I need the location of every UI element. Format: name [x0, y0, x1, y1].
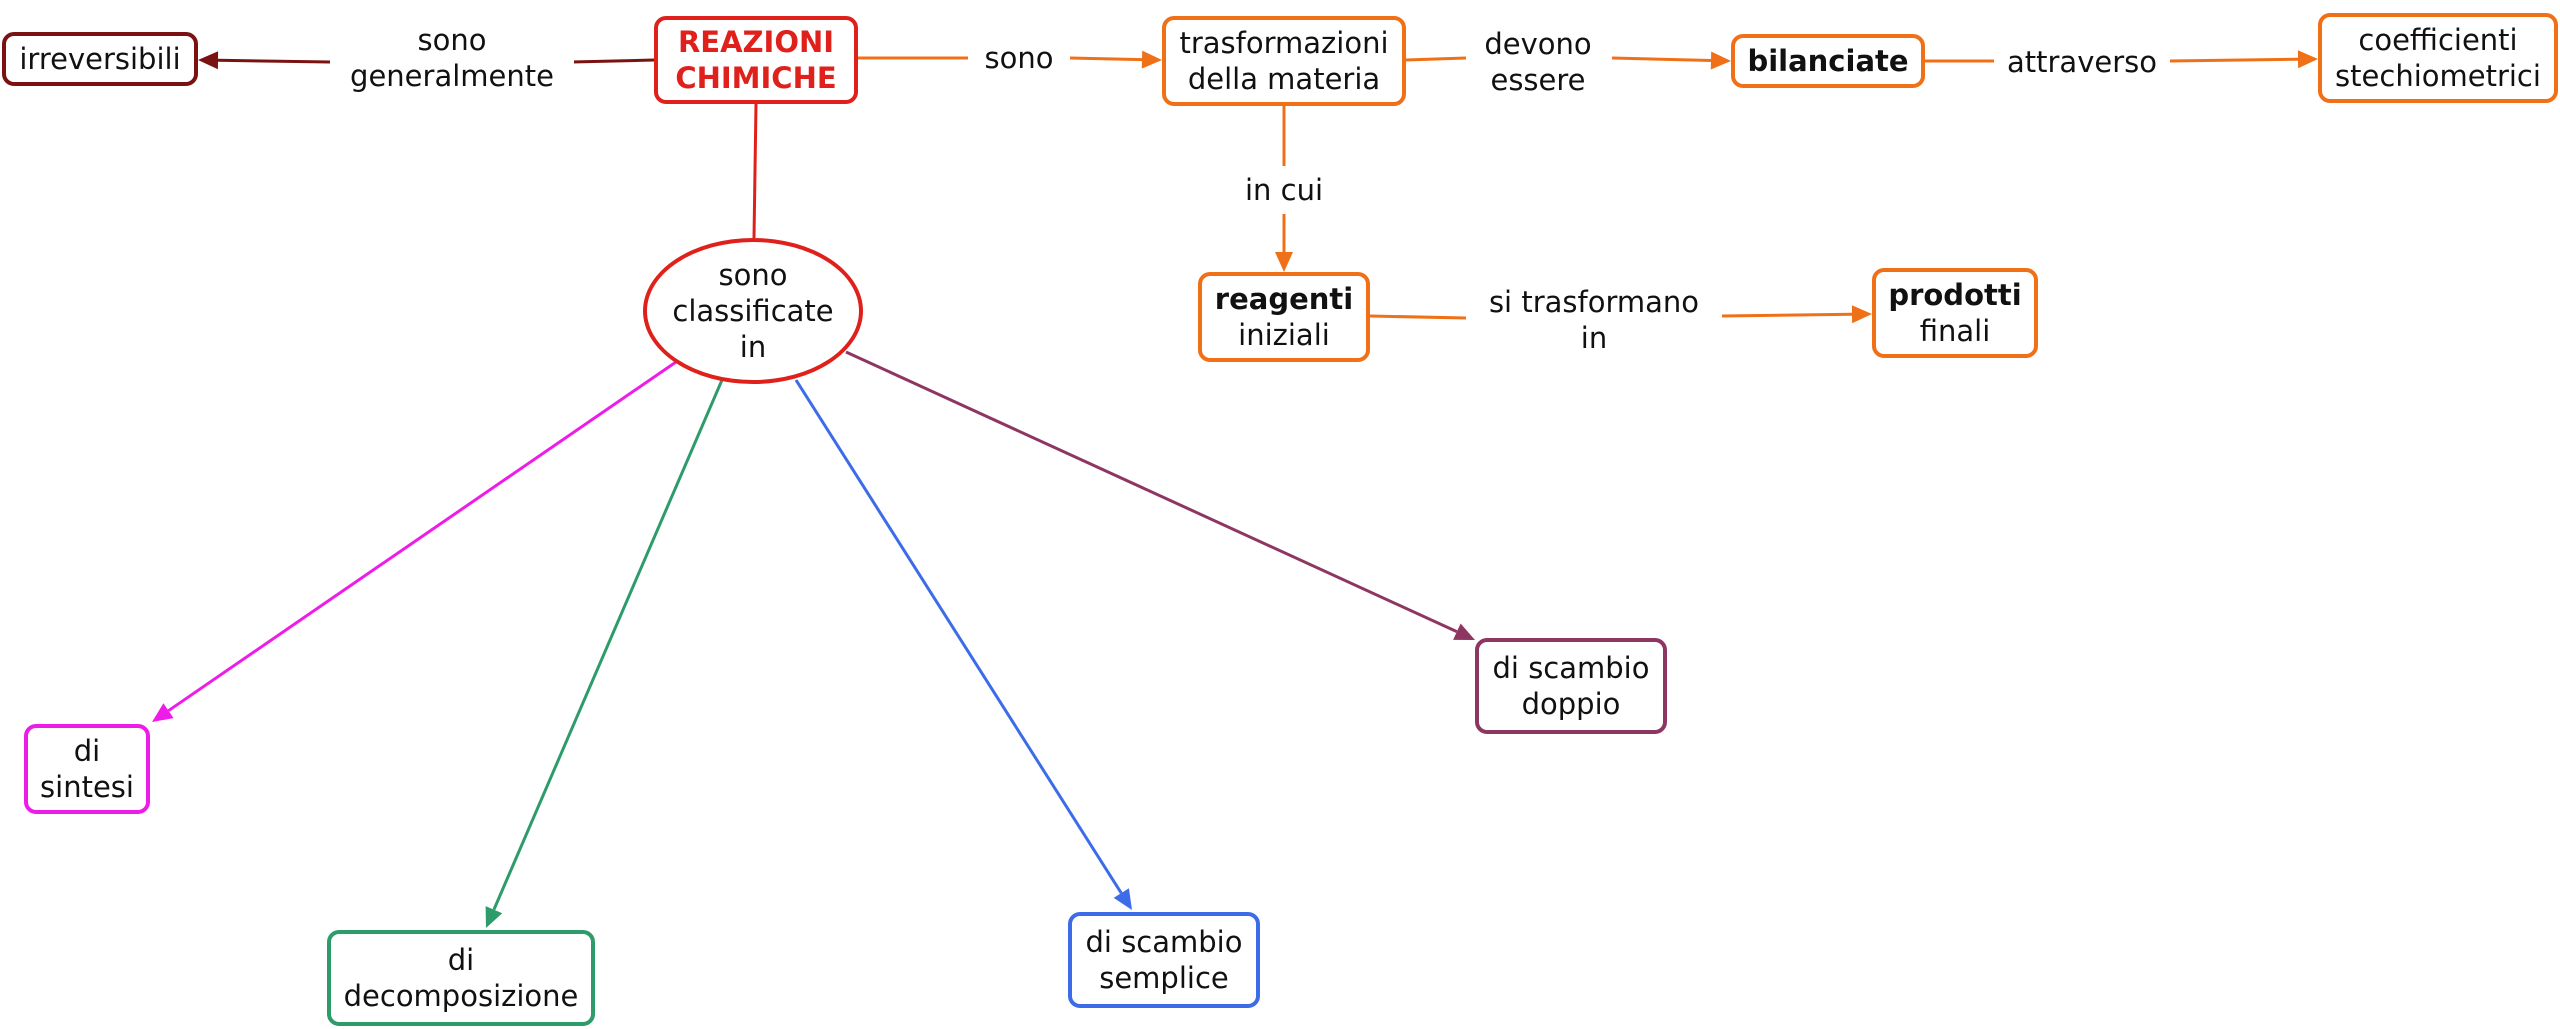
edge-reagenti-to-si-trasformano: [1369, 314, 1467, 320]
node-sono-classificate-in[interactable]: sono classificate in: [643, 238, 863, 384]
edge-in-cui-to-reagenti: [1275, 214, 1293, 272]
node-di-decomposizione[interactable]: di decomposizione: [327, 930, 595, 1026]
edge-si-trasformano-to-prodotti: [1721, 305, 1872, 324]
edge-classificate-to-scambio-doppio-arrowhead: [1453, 623, 1475, 640]
node-di-sintesi[interactable]: di sintesi: [24, 724, 150, 814]
edge-root-to-sono-generalmente: [571, 58, 655, 64]
node-reazioni-chimiche-line2: CHIMICHE: [675, 61, 837, 95]
node-di-scambio-semplice[interactable]: di scambio semplice: [1068, 912, 1260, 1008]
edge-devono-to-bilanciate-arrowhead: [1710, 51, 1731, 70]
edge-classificate-to-decomposizione-arrowhead: [485, 906, 503, 928]
edge-classificate-to-decomposizione: [485, 379, 724, 928]
node-classificate-line1: sono: [718, 258, 788, 292]
node-trasformazioni-line2: della materia: [1187, 62, 1381, 96]
node-coefficienti-line2: stechiometrici: [2335, 59, 2541, 93]
node-di-scambio-semplice-line1: di scambio: [1085, 925, 1243, 959]
node-coefficienti-line1: coefficienti: [2358, 23, 2518, 57]
node-prodotti-line2: finali: [1919, 314, 1991, 348]
edge-trasformazioni-to-devono: [1405, 56, 1467, 62]
node-reazioni-chimiche-line1: REAZIONI: [677, 25, 835, 59]
edge-sono-generalmente-to-irreversibili-arrowhead: [198, 51, 219, 70]
edge-devono-to-bilanciate: [1611, 51, 1731, 70]
link-label-in-cui: in cui: [1228, 170, 1340, 210]
edge-attraverso-to-coefficienti: [2169, 50, 2318, 69]
node-irreversibili-label: irreversibili: [19, 42, 181, 76]
edge-classificate-to-scambio-semplice-arrowhead: [1113, 888, 1132, 910]
edge-root-to-classificate: [752, 103, 758, 239]
link-label-sono-generalmente-line2: generalmente: [350, 59, 554, 93]
node-reazioni-chimiche[interactable]: REAZIONI CHIMICHE: [654, 16, 858, 104]
node-di-scambio-doppio[interactable]: di scambio doppio: [1475, 638, 1667, 734]
node-prodotti[interactable]: prodotti finali: [1872, 268, 2038, 358]
node-irreversibili[interactable]: irreversibili: [2, 32, 198, 86]
link-label-si-trasformano-in-line2: in: [1580, 321, 1608, 355]
node-di-scambio-semplice-line2: semplice: [1099, 961, 1229, 995]
edge-attraverso-to-coefficienti-arrowhead: [2297, 50, 2318, 69]
node-trasformazioni-line1: trasformazioni: [1179, 26, 1389, 60]
node-reagenti[interactable]: reagenti iniziali: [1198, 272, 1370, 362]
link-label-devono-essere: devono essere: [1466, 24, 1610, 100]
edge-classificate-to-scambio-doppio: [845, 350, 1475, 640]
node-prodotti-line1: prodotti: [1888, 278, 2022, 312]
node-di-sintesi-line1: di: [73, 734, 101, 768]
link-label-sono: sono: [968, 38, 1070, 78]
node-reagenti-line2: iniziali: [1238, 318, 1330, 352]
edge-sono-to-trasformazioni: [1069, 50, 1162, 69]
link-label-sono-generalmente: sono generalmente: [330, 20, 574, 96]
node-bilanciate-label: bilanciate: [1747, 44, 1909, 78]
node-classificate-line2: classificate: [672, 294, 834, 328]
link-label-si-trasformano-in-line1: si trasformano: [1488, 285, 1700, 319]
link-label-devono-essere-line1: devono: [1484, 27, 1592, 61]
node-trasformazioni[interactable]: trasformazioni della materia: [1162, 16, 1406, 106]
edge-classificate-to-sintesi-arrowhead: [152, 703, 174, 722]
edge-sono-to-trasformazioni-arrowhead: [1141, 50, 1162, 69]
link-label-sono-generalmente-line1: sono: [417, 23, 487, 57]
edge-si-trasformano-to-prodotti-arrowhead: [1851, 305, 1872, 324]
edge-classificate-to-sintesi: [152, 360, 677, 722]
edge-in-cui-to-reagenti-arrowhead: [1275, 252, 1293, 272]
node-di-scambio-doppio-line2: doppio: [1521, 687, 1621, 721]
node-coefficienti[interactable]: coefficienti stechiometrici: [2318, 13, 2558, 103]
node-di-sintesi-line2: sintesi: [40, 770, 134, 804]
node-bilanciate[interactable]: bilanciate: [1731, 34, 1925, 88]
link-label-attraverso: attraverso: [1994, 42, 2170, 82]
edge-classificate-to-scambio-semplice: [794, 379, 1132, 910]
edge-sono-generalmente-to-irreversibili: [198, 51, 331, 70]
node-di-decomposizione-line1: di: [447, 943, 475, 977]
node-classificate-line3: in: [739, 330, 767, 364]
node-di-scambio-doppio-line1: di scambio: [1492, 651, 1650, 685]
node-reagenti-line1: reagenti: [1214, 282, 1354, 316]
node-di-decomposizione-line2: decomposizione: [343, 979, 579, 1013]
link-label-devono-essere-line2: essere: [1490, 63, 1586, 97]
link-label-si-trasformano-in: si trasformano in: [1466, 282, 1722, 358]
